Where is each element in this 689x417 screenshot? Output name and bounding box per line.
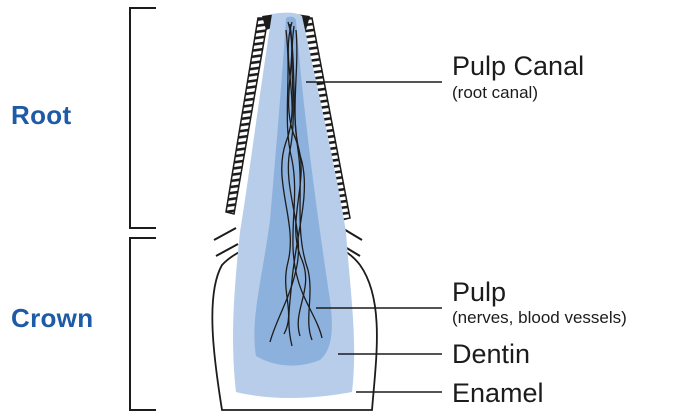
pulp-canal-label: Pulp Canal — [452, 52, 584, 80]
enamel-label: Enamel — [452, 379, 544, 407]
pulp-canal-sublabel: (root canal) — [452, 84, 538, 102]
pulp-sublabel: (nerves, blood vessels) — [452, 309, 627, 327]
crown-section-label: Crown — [11, 303, 93, 334]
root-bracket — [130, 8, 156, 228]
crown-bracket — [130, 238, 156, 410]
pulp-label: Pulp — [452, 278, 506, 306]
dentin-label: Dentin — [452, 340, 530, 368]
gum-line-left — [214, 228, 236, 240]
root-section-label: Root — [11, 100, 71, 131]
